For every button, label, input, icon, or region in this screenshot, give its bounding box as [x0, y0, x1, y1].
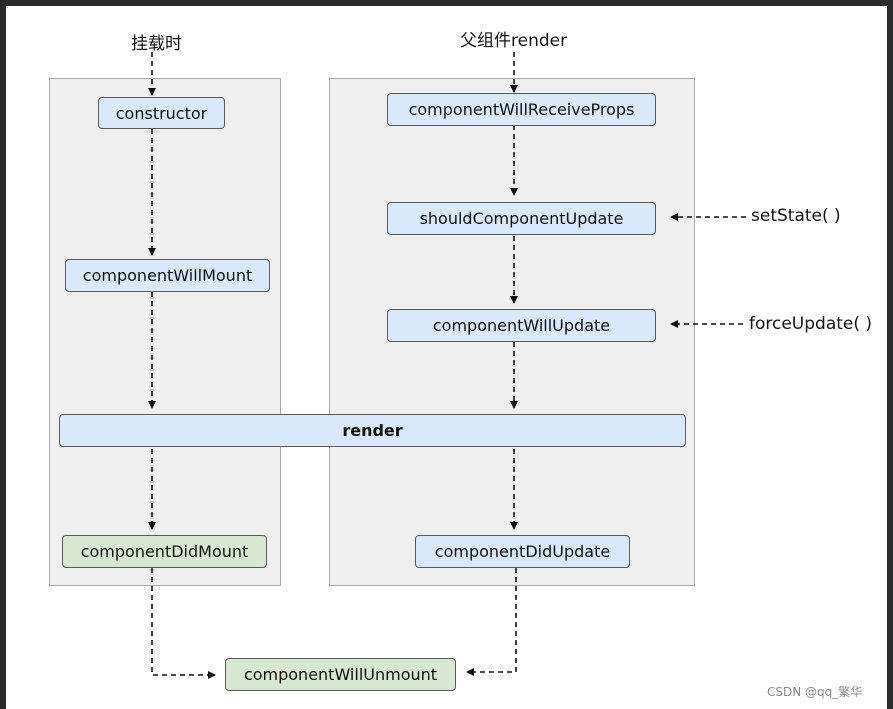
update-phase-title: 父组件render — [460, 31, 568, 51]
arrow-didmount-to-willunmount — [151, 568, 216, 679]
trigger-set-state: setState( ) — [751, 206, 841, 226]
diagram-canvas: 挂载时 父组件render constructor componentWillM… — [6, 6, 887, 709]
mount-phase-panel — [49, 78, 281, 586]
node-component-will-unmount: componentWillUnmount — [225, 658, 456, 691]
node-component-will-mount: componentWillMount — [65, 259, 270, 292]
flow-arrows — [148, 52, 746, 679]
node-component-did-mount: componentDidMount — [62, 535, 267, 568]
trigger-force-update: forceUpdate( ) — [749, 314, 873, 334]
mount-phase-title: 挂载时 — [131, 34, 182, 54]
arrow-didupdate-to-willunmount — [466, 568, 517, 676]
node-component-did-update: componentDidUpdate — [415, 535, 630, 568]
node-component-will-update: componentWillUpdate — [387, 309, 656, 342]
node-render: render — [59, 414, 686, 447]
node-component-will-receive-props: componentWillReceiveProps — [387, 93, 656, 126]
node-should-component-update: shouldComponentUpdate — [387, 202, 656, 235]
node-constructor: constructor — [98, 97, 225, 129]
watermark-credit: CSDN @qq_繁华 — [767, 685, 863, 699]
